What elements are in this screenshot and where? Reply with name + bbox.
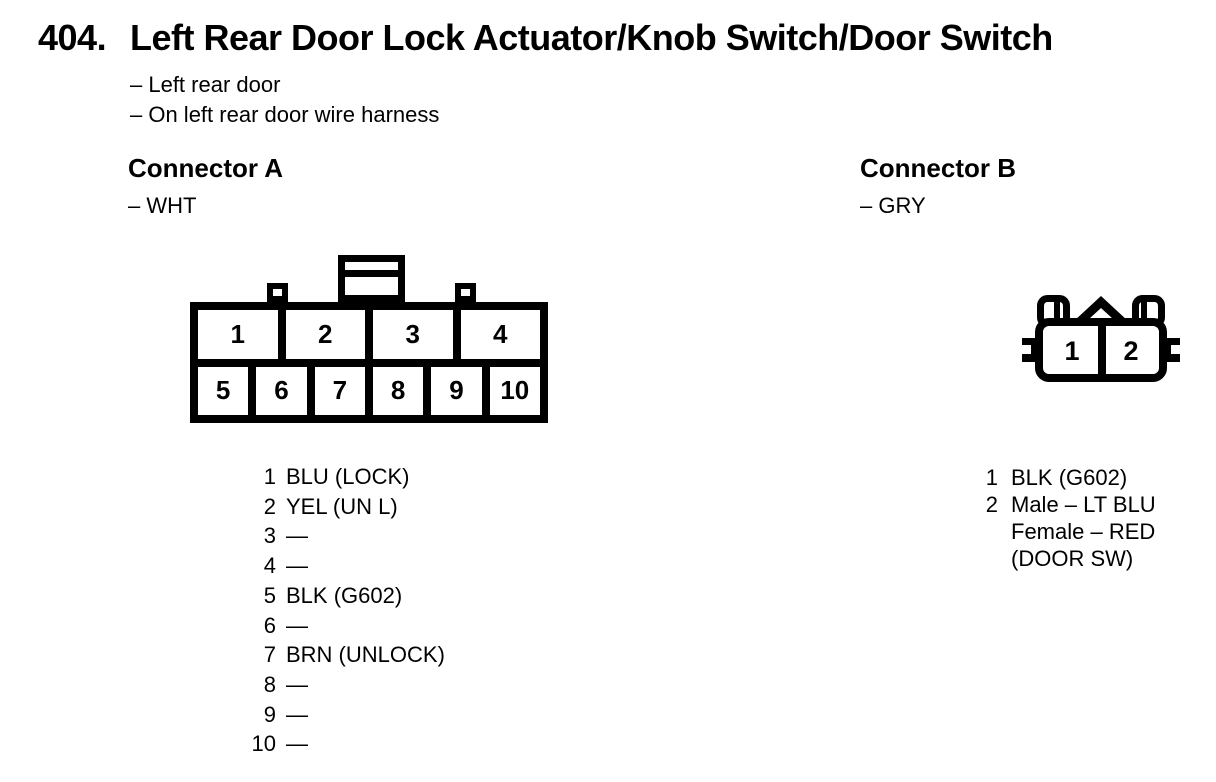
pin-wire-label-line: (DOOR SW) <box>1011 546 1134 571</box>
connector-a-diagram: 1 2 3 4 5 6 7 8 9 10 <box>190 255 548 423</box>
connector-a-cavity-2: 2 <box>285 310 365 359</box>
pin-wire-label: YEL (UN L) <box>286 493 398 519</box>
connector-b-cavity-divider <box>1098 322 1106 378</box>
pin-row: 8 — <box>230 670 445 700</box>
connector-a-bottom-row: 5 6 7 8 9 10 <box>198 366 540 415</box>
connector-a-rib-right <box>455 283 476 302</box>
pin-wire-label: Male – LT BLU Female – RED (DOOR SW) <box>1011 491 1156 572</box>
connector-a-cavity-7: 7 <box>314 366 365 415</box>
pin-wire-label-line: Female – RED <box>1011 519 1156 544</box>
page-title: 404. Left Rear Door Lock Actuator/Knob S… <box>38 16 1053 60</box>
tab-left-divider <box>1054 295 1060 318</box>
note-line: – Left rear door <box>130 72 281 97</box>
connector-a-cavity-8: 8 <box>372 366 424 415</box>
pin-number: 2 <box>263 493 276 519</box>
connector-a-latch-tab <box>338 255 405 302</box>
connector-a-body: 1 2 3 4 5 6 7 8 9 10 <box>190 302 548 423</box>
pin-row: 1 BLU (LOCK) <box>230 462 445 492</box>
pin-number: 3 <box>263 523 276 549</box>
pin-row: 10 — <box>230 729 445 759</box>
note-line: – On left rear door wire harness <box>130 102 440 127</box>
connector-a-heading: Connector A <box>128 153 284 183</box>
connector-a-cavity-4: 4 <box>460 310 540 359</box>
ear-right-notch <box>1171 345 1180 354</box>
connector-b-cavity-1: 1 <box>1064 336 1079 366</box>
pin-row: 2 YEL (UN L) <box>230 492 445 522</box>
pin-row: 4 — <box>230 551 445 581</box>
connector-b-cavity-2: 2 <box>1123 336 1138 366</box>
pin-number: 5 <box>263 582 276 608</box>
pin-wire-label: BRN (UNLOCK) <box>286 642 445 668</box>
pin-number: 1 <box>985 465 998 490</box>
pin-wire-label: — <box>286 523 308 549</box>
connector-a-cavity-5: 5 <box>198 366 249 415</box>
tab-right-divider <box>1141 295 1147 318</box>
connector-a-cavity-1: 1 <box>198 310 278 359</box>
pin-number: 9 <box>263 701 276 727</box>
pin-row: 2 Male – LT BLU Female – RED (DOOR SW) <box>952 491 1156 572</box>
connector-b-diagram: 1 2 <box>1022 295 1180 382</box>
connector-a-color-note: – WHT <box>128 193 197 218</box>
latch-tab-bar <box>345 270 398 277</box>
ear-left-notch <box>1022 345 1031 354</box>
pin-number: 2 <box>985 492 998 517</box>
pin-wire-label: — <box>286 612 308 638</box>
figure-title: Left Rear Door Lock Actuator/Knob Switch… <box>130 17 1053 58</box>
pin-row: 7 BRN (UNLOCK) <box>230 640 445 670</box>
pin-wire-label-line: Male – LT BLU <box>1011 492 1156 517</box>
connector-a-cavity-10: 10 <box>489 366 540 415</box>
pin-wire-label: BLK (G602) <box>1011 465 1128 490</box>
pin-row: 9 — <box>230 700 445 730</box>
latch-triangle-inner <box>1089 308 1113 319</box>
connector-b-heading: Connector B <box>860 153 1016 183</box>
pin-number: 10 <box>251 731 276 757</box>
pin-row: 5 BLK (G602) <box>230 581 445 611</box>
pin-wire-label: — <box>286 671 308 697</box>
connector-b-color-note: – GRY <box>860 193 926 218</box>
connector-a-pin-list: 1 BLU (LOCK) 2 YEL (UN L) 3 — 4 — 5 BLK … <box>230 462 445 759</box>
pin-wire-label: BLU (LOCK) <box>286 464 410 489</box>
pin-number: 4 <box>263 553 276 579</box>
pin-wire-label: — <box>286 553 308 579</box>
pin-row: 3 — <box>230 521 445 551</box>
pin-wire-label: BLK (G602) <box>286 582 403 608</box>
pin-number: 6 <box>263 612 276 638</box>
pin-row: 6 — <box>230 611 445 641</box>
connector-b-pin-list: 1 BLK (G602) 2 Male – LT BLU Female – RE… <box>952 464 1156 572</box>
pin-number: 8 <box>263 671 276 697</box>
connector-a-top-row: 1 2 3 4 <box>198 310 540 359</box>
pin-wire-label: — <box>286 701 308 727</box>
pin-number: 7 <box>263 642 276 668</box>
pin-number: 1 <box>263 464 276 489</box>
location-notes: – Left rear door – On left rear door wir… <box>130 70 439 130</box>
connector-a-rib-left <box>267 283 288 302</box>
connector-a-cavity-6: 6 <box>256 366 307 415</box>
connector-a-cavity-3: 3 <box>373 310 453 359</box>
pin-wire-label: — <box>286 731 308 757</box>
connector-a-cavity-9: 9 <box>431 366 482 415</box>
pin-row: 1 BLK (G602) <box>952 464 1156 491</box>
figure-number: 404. <box>38 17 107 58</box>
